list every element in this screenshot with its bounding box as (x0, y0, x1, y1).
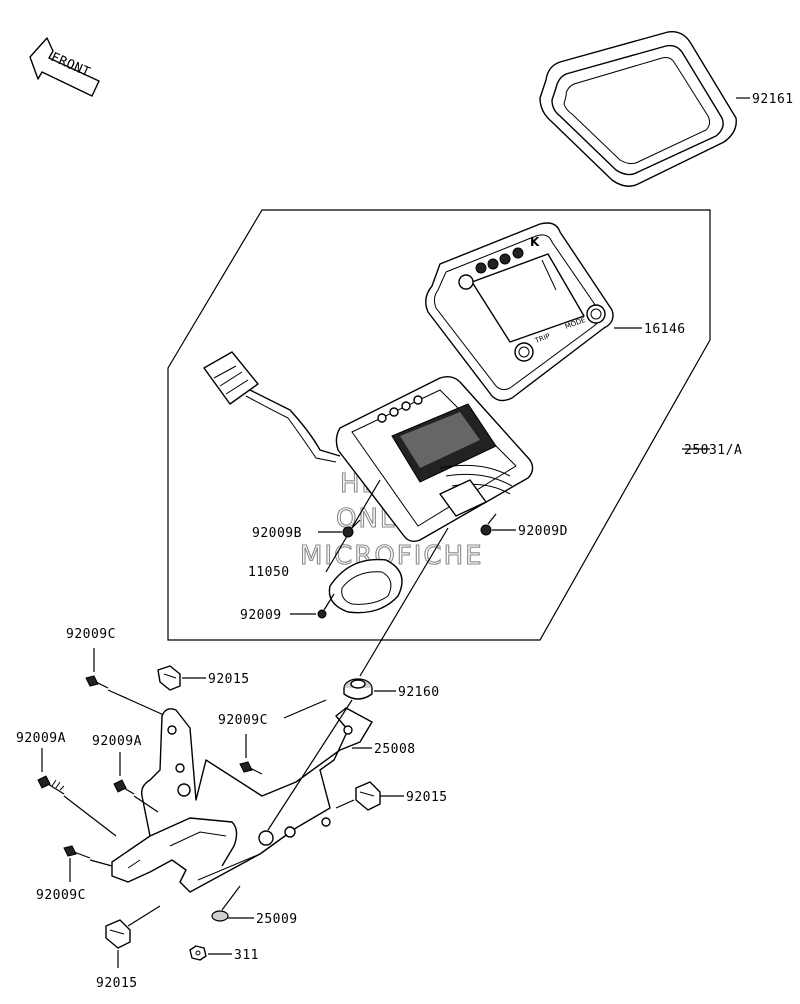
callout-92009D: 92009D (518, 524, 568, 539)
callout-311: 311 (234, 948, 259, 963)
callout-25031A: 25031/A (684, 443, 742, 458)
callout-92009: 92009 (240, 608, 282, 623)
callout-92015-top: 92015 (208, 672, 250, 687)
part-92009C-screw-bottom (63, 845, 91, 859)
callout-92009A-left: 92009A (16, 731, 66, 746)
assembly-25031A-outline (167, 209, 711, 641)
part-92009D-screw (480, 513, 497, 536)
part-92009C-screw-top (85, 675, 109, 689)
callout-92009C-top: 92009C (66, 627, 116, 642)
callout-92161: 92161 (752, 92, 794, 107)
part-16146-meter-cover: K TRIP MODE (425, 222, 614, 402)
part-92015-clip-bottom (105, 919, 131, 949)
callout-92160: 92160 (398, 685, 440, 700)
callout-92009C-mid: 92009C (218, 713, 268, 728)
callout-92015-right: 92015 (406, 790, 448, 805)
part-92009A-screw-left (37, 775, 65, 795)
callout-92015-bottom: 92015 (96, 976, 138, 991)
brand-mark: K (530, 235, 540, 249)
part-92160-grommet (343, 678, 373, 700)
part-92009A-screw-mid (113, 779, 135, 795)
callout-25008: 25008 (374, 742, 416, 757)
callout-25009: 25009 (256, 912, 298, 927)
part-92015-clip-top (157, 665, 181, 691)
part-92009-screw (317, 593, 335, 619)
callout-92009B: 92009B (252, 526, 302, 541)
part-92009B-screw (342, 519, 361, 538)
meter-body (335, 375, 534, 543)
part-11050-gasket (328, 558, 403, 614)
part-25008-bracket (111, 707, 373, 893)
callout-11050: 11050 (248, 565, 290, 580)
part-311-nut (189, 945, 207, 961)
front-arrow-icon: FRONT (29, 37, 100, 97)
meter-wire-harness (203, 351, 341, 463)
part-92015-clip-right (355, 781, 381, 811)
part-25009-washer (211, 910, 229, 922)
callout-92009C-bottom: 92009C (36, 888, 86, 903)
callout-92009A-mid: 92009A (92, 734, 142, 749)
callout-16146: 16146 (644, 322, 686, 337)
part-92009C-screw-mid (239, 761, 263, 775)
part-92161-lens-frame (539, 31, 737, 187)
